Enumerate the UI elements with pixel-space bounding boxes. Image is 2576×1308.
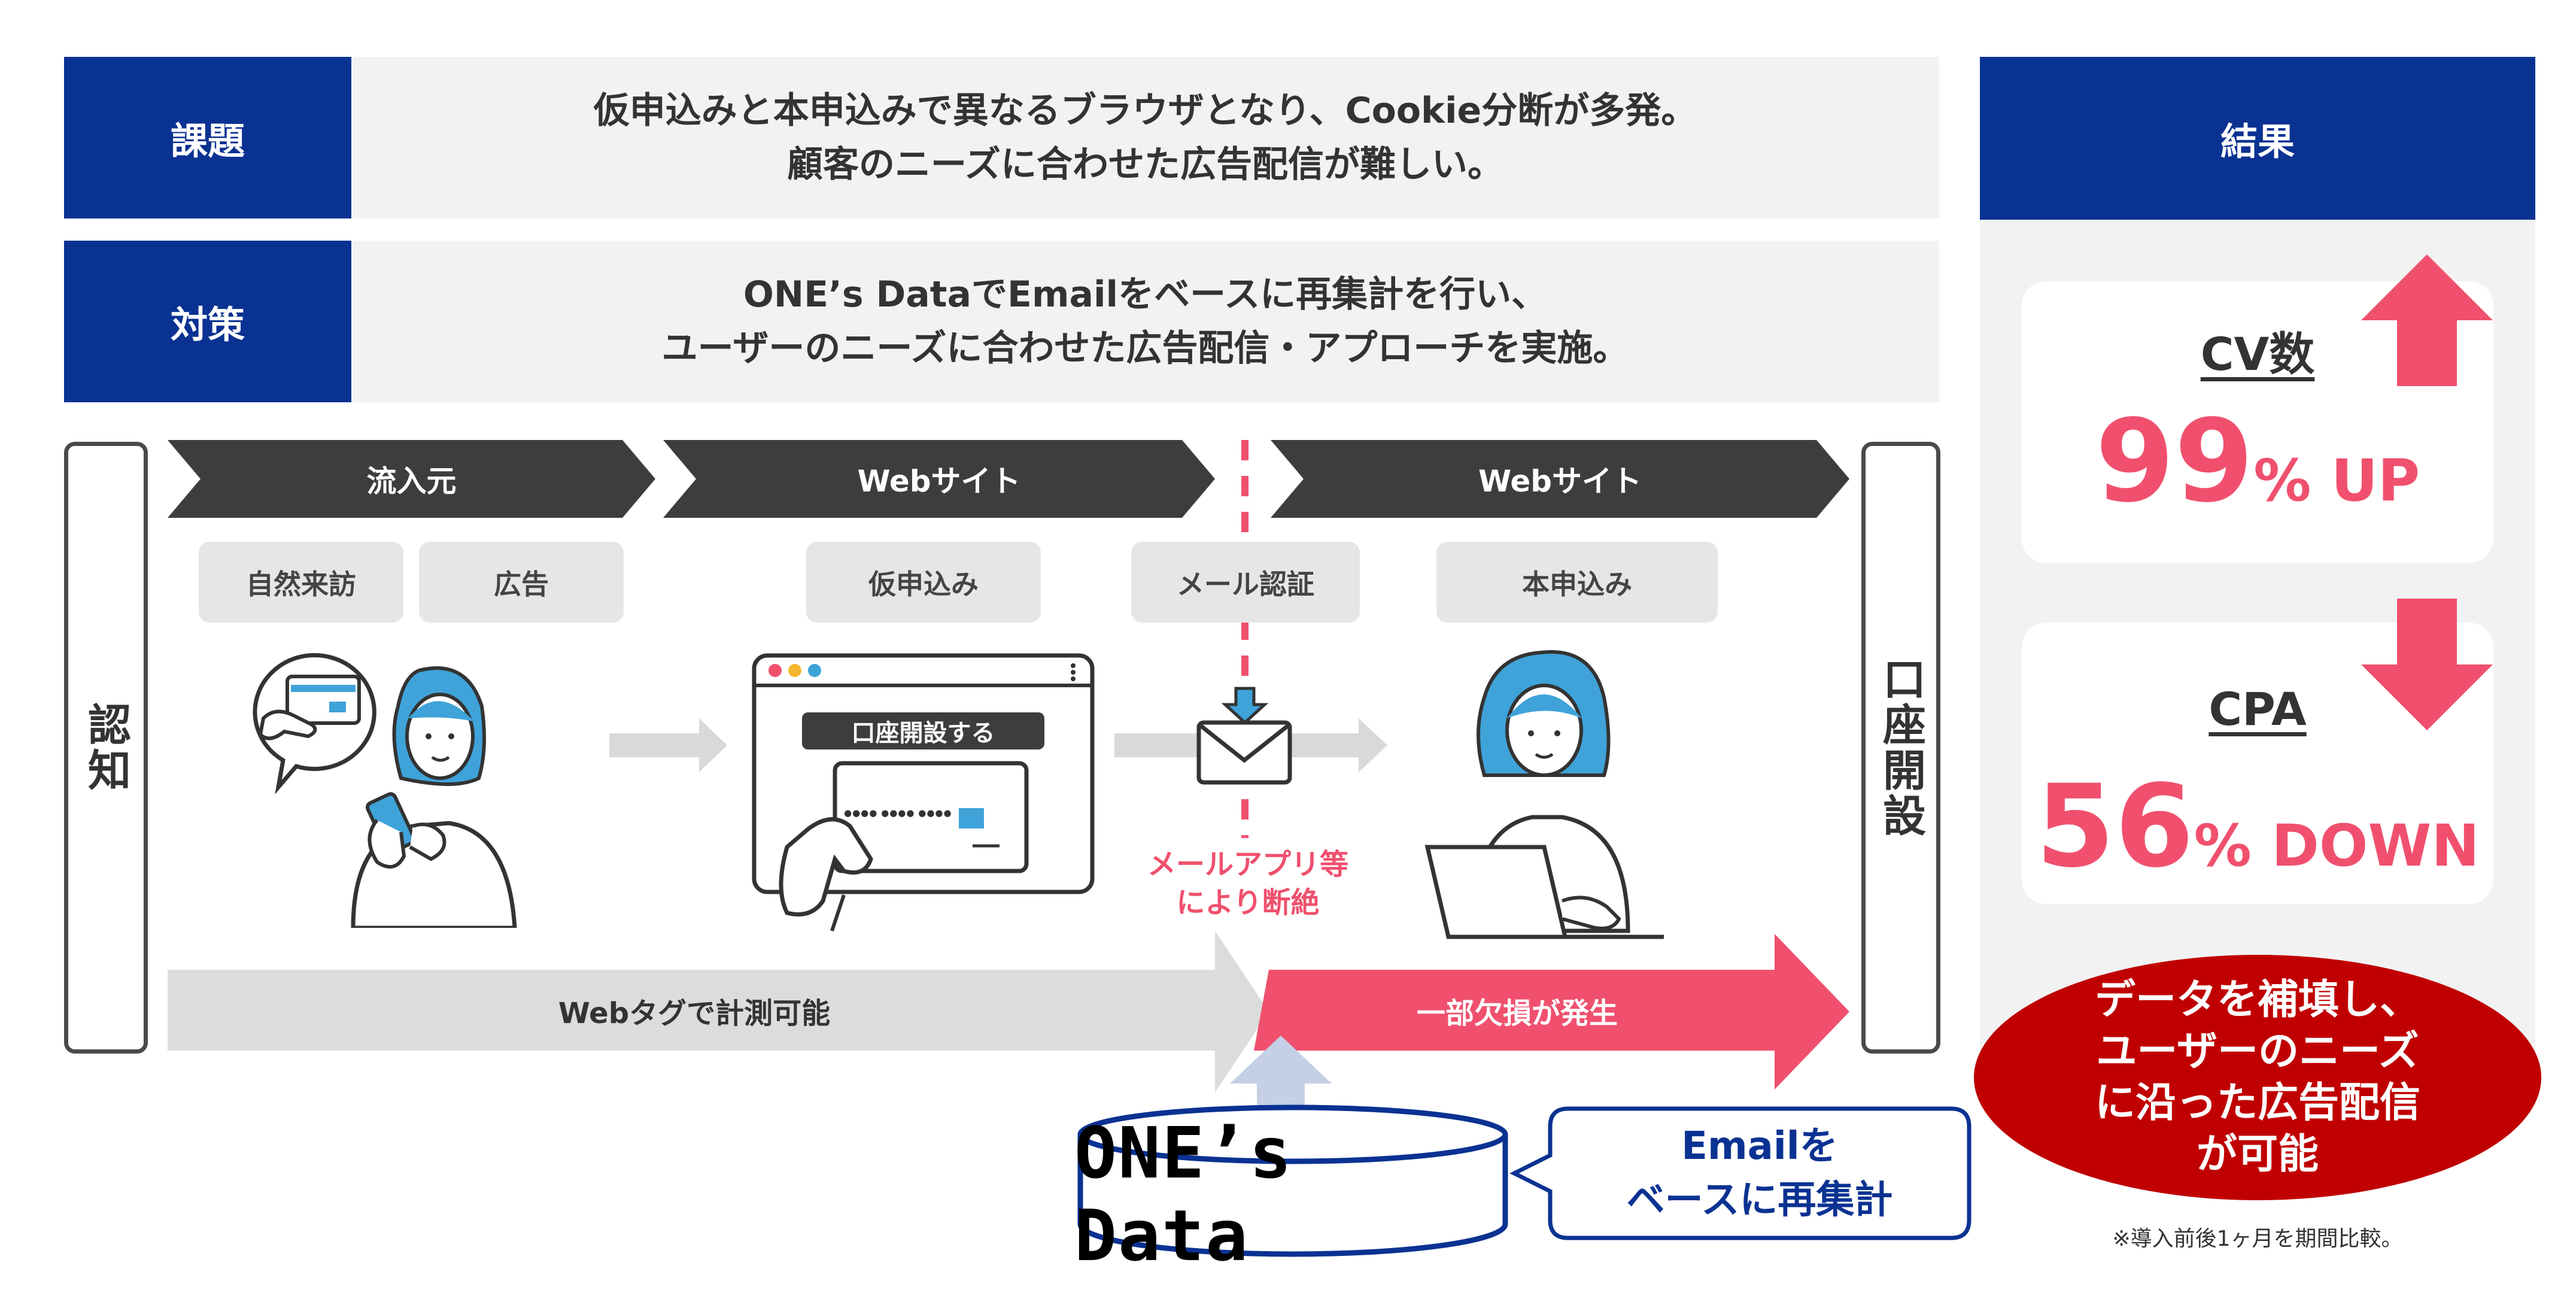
open-account-button — [802, 712, 1044, 749]
cv-result: 99% UP — [2022, 395, 2493, 527]
card-in-browser — [833, 761, 1029, 873]
cpa-unit: % DOWN — [2194, 812, 2480, 879]
ones-data-cylinder — [1077, 1104, 1508, 1257]
laptop-icon — [1424, 845, 1568, 939]
data-up-arrow — [1230, 1036, 1332, 1134]
account-opening-box: 口座開設 — [1861, 442, 1940, 1054]
tracking-arrow — [168, 931, 1269, 1092]
cpa-value: 56 — [2036, 760, 2194, 893]
session-cut-note-line-2: により断絶 — [1176, 886, 1320, 919]
step-provisional-application: 仮申込み — [806, 542, 1041, 623]
cpa-result: 56% DOWN — [2022, 760, 2493, 893]
step-advertising: 広告 — [419, 542, 624, 623]
user-laptop-illustration — [1424, 650, 1664, 939]
session-cut-note-line-1: メールアプリ等 — [1147, 848, 1348, 881]
stage-label-source: 流入元 — [366, 464, 457, 499]
recount-bubble — [1509, 1106, 1972, 1240]
session-cut-note: メールアプリ等 により断絶 — [1146, 845, 1350, 929]
challenge-line-1: 仮申込みと本申込みで異なるブラウザとなり、Cookie分断が多発。 — [593, 90, 1697, 132]
gray-arrow-1 — [609, 718, 727, 772]
card-number-mask: ●●●● ●●●● ●●●● — [844, 808, 952, 818]
measure-label: 対策 — [64, 241, 351, 402]
result-label: 結果 — [1980, 57, 2535, 220]
step-natural-visit: 自然来訪 — [199, 542, 403, 623]
down-arrow-icon — [2361, 599, 2493, 730]
tracking-label: Webタグで計測可能 — [558, 996, 831, 1030]
step-email-verification: メール認証 — [1131, 542, 1360, 623]
summary-line-2: ユーザーのニーズ — [2096, 1028, 2419, 1075]
summary-line-4: が可能 — [2196, 1131, 2319, 1178]
cv-value: 99 — [2095, 395, 2254, 527]
summary-line-1: データを補填し、 — [2094, 976, 2420, 1024]
footnote: ※導入前後1ヶ月を期間比較。 — [2112, 1227, 2403, 1251]
account-opening-label: 口座開設 — [1875, 657, 1926, 839]
loss-arrow — [1254, 934, 1849, 1090]
summary-line-3: に沿った広告配信 — [2094, 1079, 2420, 1127]
awareness-label: 認知 — [80, 702, 131, 793]
cpa-title: CPA — [2209, 682, 2307, 736]
challenge-label: 課題 — [64, 57, 351, 218]
challenge-text: 仮申込みと本申込みで異なるブラウザとなり、Cookie分断が多発。 顧客のニーズ… — [351, 57, 1939, 218]
recount-line-1: Emailを — [1681, 1124, 1838, 1169]
mail-icon — [1196, 687, 1292, 785]
summary-ellipse: データを補填し、 ユーザーのニーズ に沿った広告配信 が可能 — [1974, 955, 2541, 1200]
measure-line-2: ユーザーのニーズに合わせた広告配信・アプローチを実施。 — [661, 327, 1629, 369]
open-account-button-label: 口座開設する — [851, 720, 995, 747]
loss-label: 一部欠損が発生 — [1416, 996, 1618, 1030]
chevron-website-1 — [663, 440, 1215, 518]
user-phone-illustration — [253, 653, 517, 928]
stage-label-website-2: Webサイト — [1478, 464, 1642, 499]
recount-line-2: ベースに再集計 — [1626, 1178, 1893, 1222]
measure-line-1: ONE’s DataでEmailをベースに再集計を行い、 — [743, 274, 1548, 315]
chevron-website-2 — [1271, 440, 1849, 518]
cv-unit: % UP — [2253, 447, 2420, 514]
challenge-line-2: 顧客のニーズに合わせた広告配信が難しい。 — [787, 144, 1503, 186]
up-arrow-icon — [2361, 254, 2493, 386]
chevron-source — [168, 440, 655, 518]
cv-title: CV数 — [2200, 327, 2315, 381]
stage-label-website-1: Webサイト — [857, 464, 1021, 499]
ones-data-logo: ONE’s Data — [1074, 1112, 1293, 1277]
down-arrow-icon — [1221, 687, 1269, 725]
awareness-box: 認知 — [64, 442, 148, 1054]
recount-bubble-text: Emailを ベースに再集計 — [1550, 1109, 1969, 1238]
browser-illustration — [752, 653, 1095, 931]
step-full-application: 本申込み — [1436, 542, 1718, 623]
measure-text: ONE’s DataでEmailをベースに再集計を行い、 ユーザーのニーズに合わ… — [351, 241, 1939, 402]
